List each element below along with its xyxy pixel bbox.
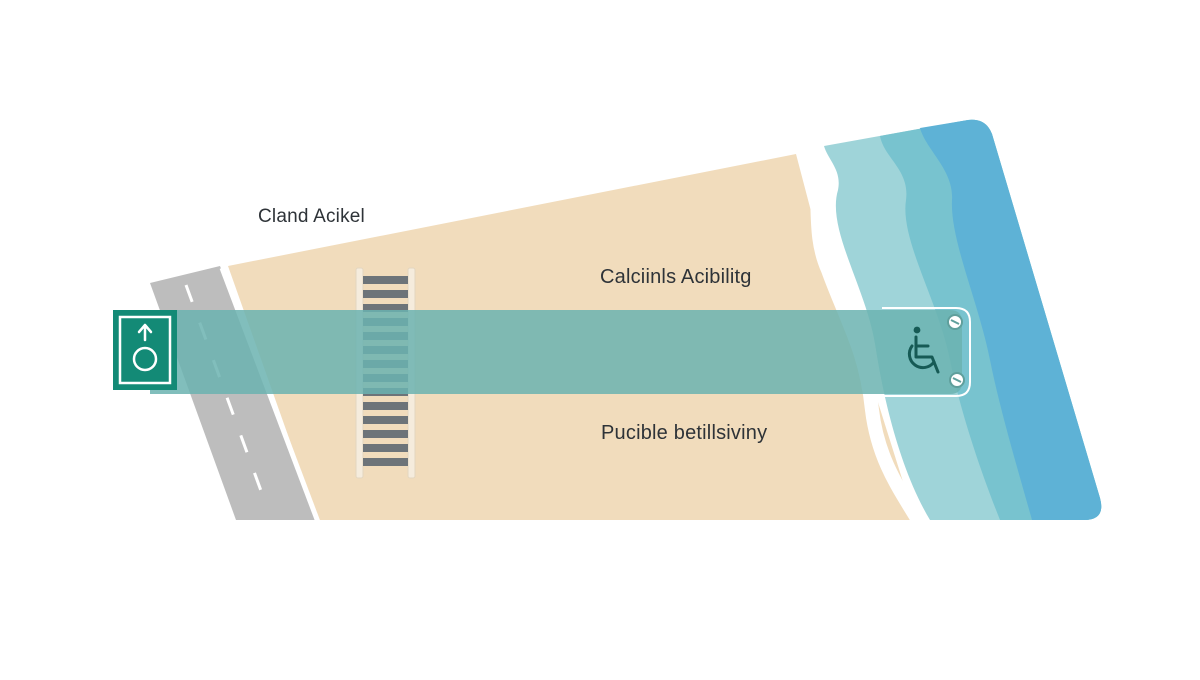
crosswalk-slat	[363, 276, 408, 284]
bolt-icon	[947, 314, 965, 388]
walkway-end-frame	[882, 307, 971, 397]
crosswalk-slat	[363, 290, 408, 298]
crosswalk-slat	[363, 416, 408, 424]
crosswalk-slat	[363, 304, 408, 312]
wheelchair-accessible-icon	[907, 326, 940, 374]
entrance-arrow-sign-icon	[113, 310, 177, 390]
area-label-middle: Calciinls Acibilitg	[600, 266, 752, 288]
crosswalk-slat	[363, 430, 408, 438]
accessible-walkway	[150, 310, 962, 394]
crosswalk-slat	[363, 402, 408, 410]
crosswalk-slat	[363, 458, 408, 466]
area-label-bottom: Pucible betillsiviny	[601, 422, 768, 444]
crosswalk-slat	[363, 444, 408, 452]
sea-band-deep	[920, 119, 1102, 521]
area-label-top: Cland Acikel	[258, 206, 365, 227]
